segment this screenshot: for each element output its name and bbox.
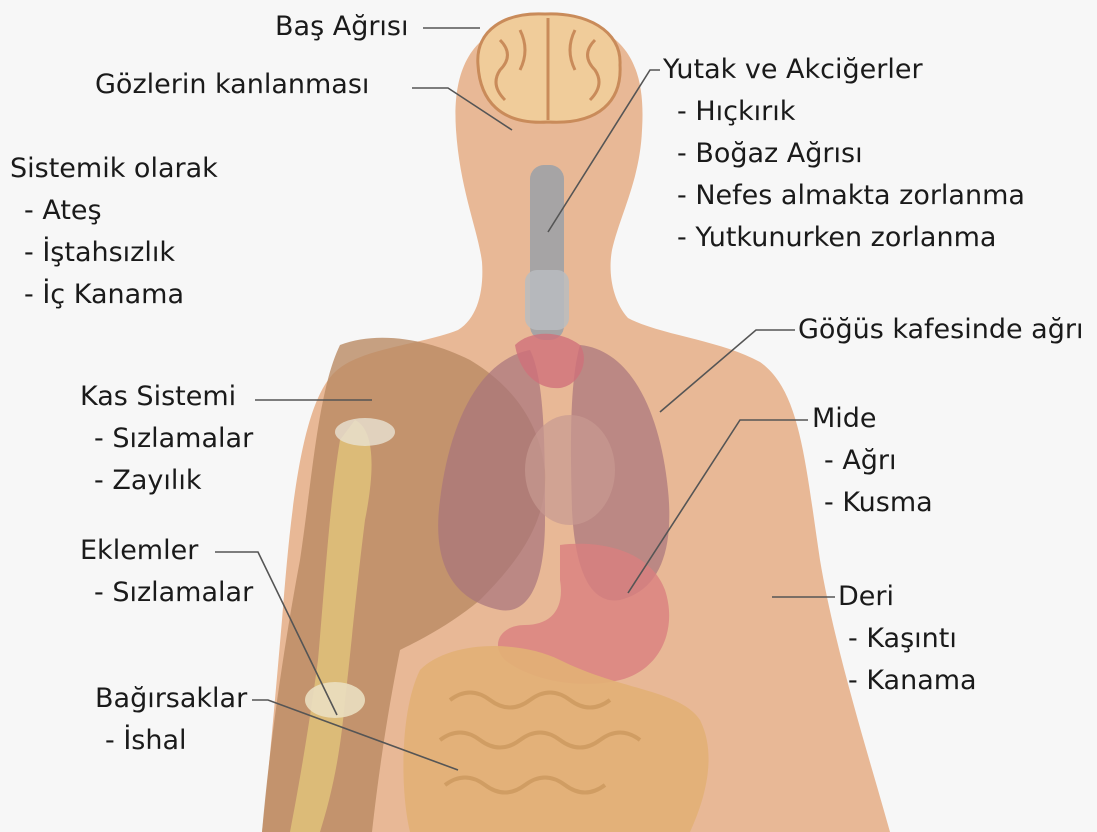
shoulder-joint — [335, 418, 395, 446]
label-intestines-item: - İshal — [95, 720, 247, 762]
label-systemic-item: - İştahsızlık — [10, 232, 218, 274]
label-joints-item: - Sızlamalar — [80, 572, 253, 614]
label-skin-item: - Kaşıntı — [838, 618, 977, 660]
label-stomach-item: - Ağrı — [812, 440, 933, 482]
label-intestines-title: Bağırsaklar — [95, 678, 247, 720]
label-systemic-item: - İç Kanama — [10, 274, 218, 316]
label-group-throat-lungs: Yutak ve Akciğerler - Hıçkırık - Boğaz A… — [663, 49, 1025, 259]
heart — [525, 415, 615, 525]
label-headache: Baş Ağrısı — [275, 6, 409, 48]
label-throat-lungs-item: - Nefes almakta zorlanma — [663, 175, 1025, 217]
label-skin-title: Deri — [838, 576, 977, 618]
label-skin-item: - Kanama — [838, 660, 977, 702]
label-throat-lungs-title: Yutak ve Akciğerler — [663, 49, 1025, 91]
label-group-skin: Deri - Kaşıntı - Kanama — [838, 576, 977, 702]
label-joints-title: Eklemler — [80, 530, 253, 572]
label-group-joints: Eklemler - Sızlamalar — [80, 530, 253, 614]
label-throat-lungs-item: - Boğaz Ağrısı — [663, 133, 1025, 175]
label-group-systemic: Sistemik olarak - Ateş - İştahsızlık - İ… — [10, 148, 218, 316]
label-muscular-item: - Zayılık — [80, 460, 253, 502]
label-stomach-title: Mide — [812, 398, 933, 440]
label-stomach-item: - Kusma — [812, 482, 933, 524]
label-muscular-title: Kas Sistemi — [80, 376, 253, 418]
label-eye-redness: Gözlerin kanlanması — [95, 64, 369, 106]
label-systemic-item: - Ateş — [10, 190, 218, 232]
label-systemic-title: Sistemik olarak — [10, 148, 218, 190]
label-group-muscular: Kas Sistemi - Sızlamalar - Zayılık — [80, 376, 253, 502]
label-group-stomach: Mide - Ağrı - Kusma — [812, 398, 933, 524]
label-throat-lungs-item: - Yutkunurken zorlanma — [663, 217, 1025, 259]
label-muscular-item: - Sızlamalar — [80, 418, 253, 460]
label-chest-pain: Göğüs kafesinde ağrı — [798, 309, 1083, 351]
label-throat-lungs-item: - Hıçkırık — [663, 91, 1025, 133]
label-group-intestines: Bağırsaklar - İshal — [95, 678, 247, 762]
larynx — [525, 270, 569, 330]
